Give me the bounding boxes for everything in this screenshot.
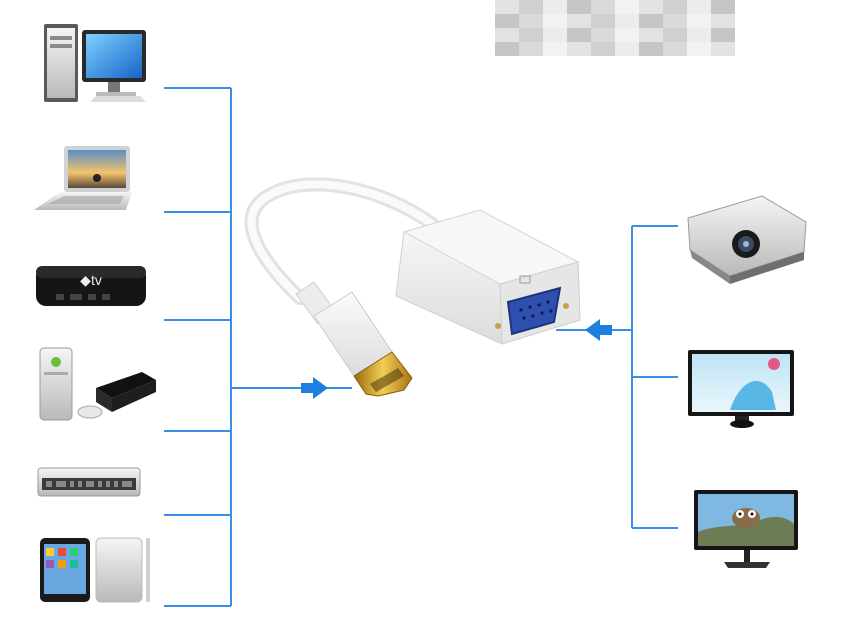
widescreen-tv-icon <box>694 490 798 568</box>
desktop-computer-icon <box>44 24 146 102</box>
vga-port <box>506 286 562 336</box>
projector-icon <box>687 195 807 284</box>
input-arrow-icon <box>301 377 328 399</box>
apple-tv-icon: ◆tv <box>36 266 146 306</box>
laptop-icon <box>34 146 132 210</box>
blurred-watermark <box>495 0 735 58</box>
hdmi-to-vga-adapter-icon <box>244 177 581 397</box>
svg-text:◆tv: ◆tv <box>80 272 102 288</box>
hdmi-plug <box>353 351 413 397</box>
lcd-monitor-icon <box>688 350 794 428</box>
source-connector-lines <box>164 87 352 607</box>
tablets-icon <box>40 537 150 603</box>
game-consoles-icon <box>39 347 156 421</box>
mac-mini-icon <box>37 467 141 497</box>
output-arrow-icon <box>585 319 612 341</box>
